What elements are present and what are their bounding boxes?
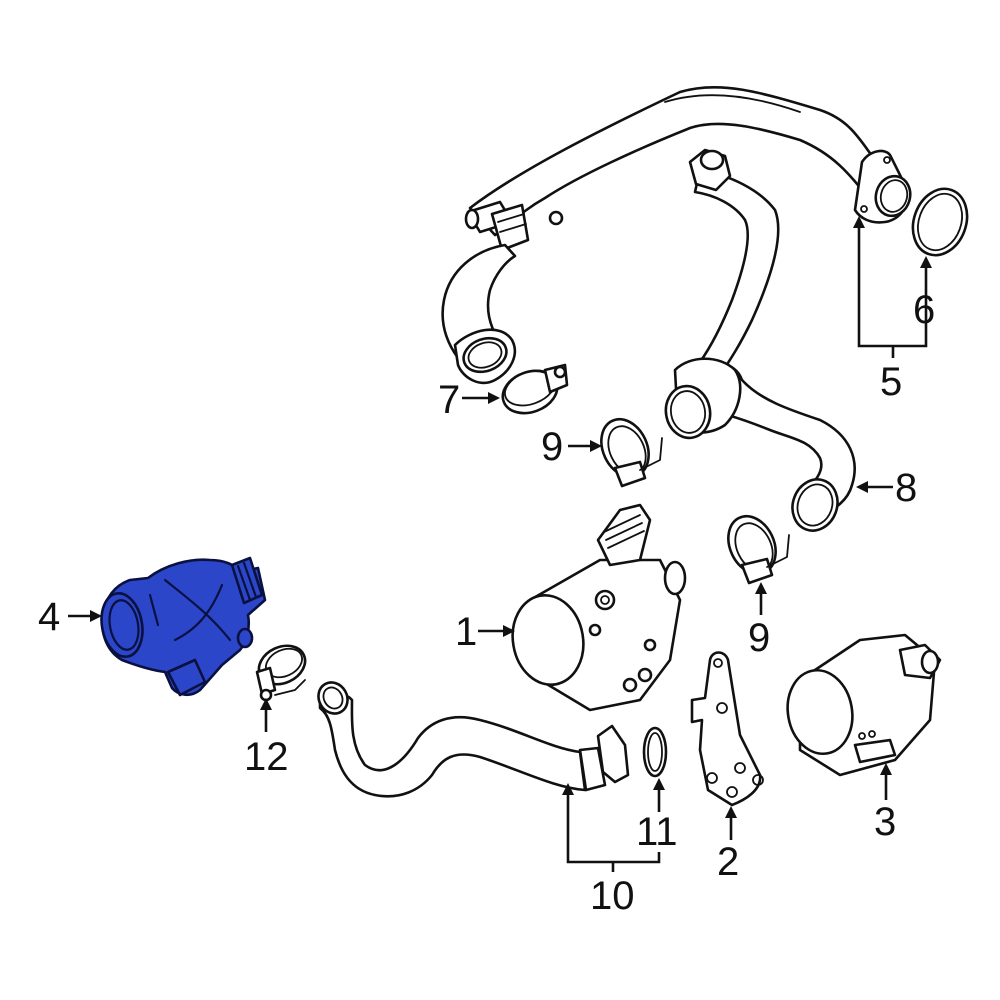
lower-hose-part-10[interactable] xyxy=(313,677,630,798)
callout-11: 11 xyxy=(636,810,678,854)
hose-clamp-part-9-upper[interactable] xyxy=(592,412,663,488)
callout-7: 7 xyxy=(438,378,461,422)
callout-5: 5 xyxy=(880,360,903,404)
coolant-hose-part-8[interactable] xyxy=(662,357,856,537)
callout-1: 1 xyxy=(455,610,478,654)
callout-2: 2 xyxy=(717,840,740,884)
callout-10: 10 xyxy=(590,874,635,918)
callout-4: 4 xyxy=(38,595,61,639)
callout-9-upper: 9 xyxy=(541,425,564,469)
callout-8: 8 xyxy=(895,466,918,510)
seal-ring-part-6[interactable] xyxy=(904,181,976,263)
callout-3: 3 xyxy=(874,800,897,844)
hose-clamp-part-12[interactable] xyxy=(253,639,312,702)
hose-clamp-part-7[interactable] xyxy=(497,363,569,421)
callout-12: 12 xyxy=(244,735,289,779)
leader-lines xyxy=(68,216,932,872)
thermostat-housing-part-4[interactable] xyxy=(97,556,267,697)
upper-pipe-part-5[interactable] xyxy=(441,85,915,385)
water-pump-part-1[interactable] xyxy=(506,503,687,712)
callout-6: 6 xyxy=(913,288,936,332)
hose-clamp-part-9-lower[interactable] xyxy=(719,509,790,585)
bracket-part-2[interactable] xyxy=(690,651,764,807)
aux-water-pump-part-3[interactable] xyxy=(781,633,942,777)
callout-9-lower: 9 xyxy=(748,616,771,660)
o-ring-part-11[interactable] xyxy=(642,726,668,778)
